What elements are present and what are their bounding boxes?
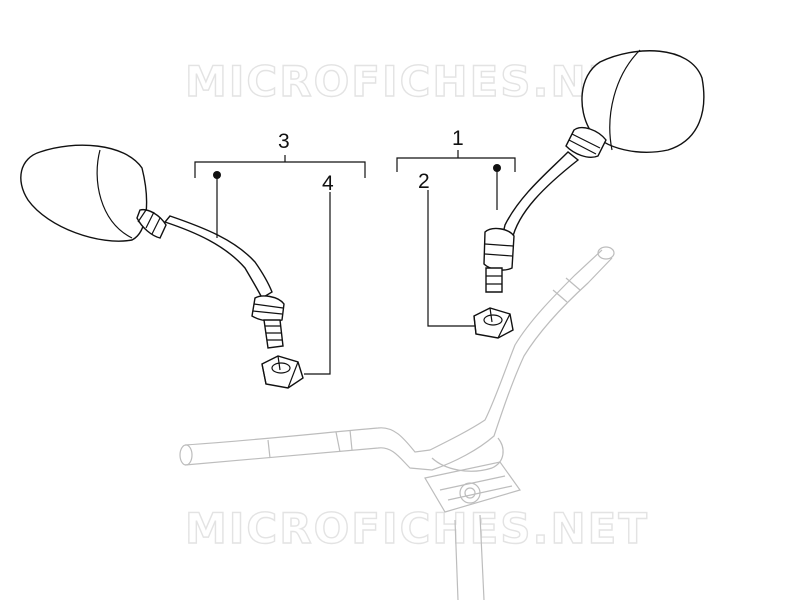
callout-label-1: 1 [452, 127, 464, 150]
right-nut [473, 307, 514, 339]
callout-label-4: 4 [322, 172, 334, 195]
callout-bracket-left [194, 155, 366, 375]
callout-label-2: 2 [418, 170, 430, 193]
right-mirror [483, 49, 705, 293]
callout-label-3: 3 [278, 130, 290, 153]
left-nut [261, 355, 304, 389]
watermark-top: MICROFICHES.NET [185, 57, 649, 106]
watermark-bottom: MICROFICHES.NET [185, 504, 649, 553]
left-mirror [20, 144, 285, 349]
callout-bracket-right [396, 150, 516, 327]
handlebar-ghost [179, 246, 615, 600]
